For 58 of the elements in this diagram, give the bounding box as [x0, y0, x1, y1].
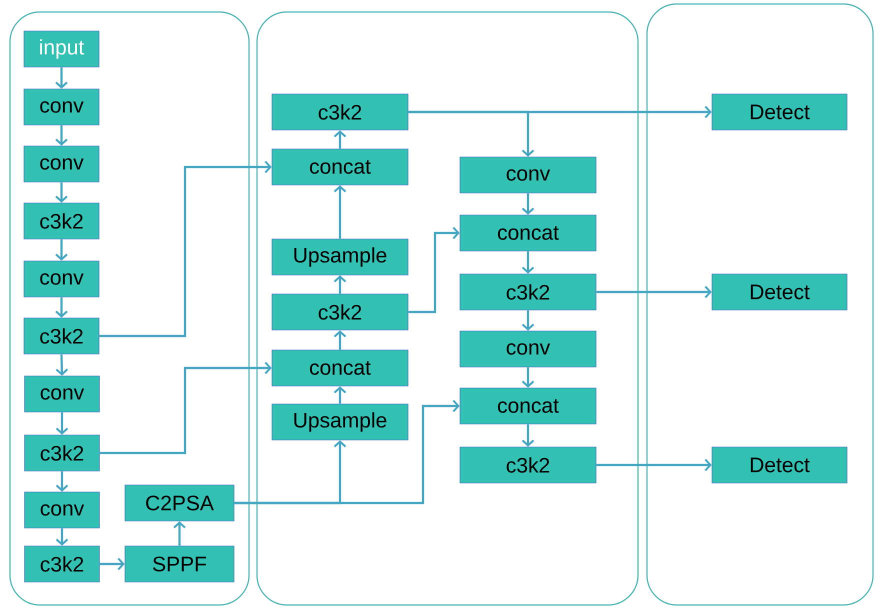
- layer-box: c3k2: [24, 318, 100, 354]
- arrow: [522, 310, 534, 331]
- arrow: [55, 125, 68, 146]
- arrow: [100, 558, 125, 570]
- layer-box: c3k2: [24, 546, 100, 582]
- layer-box: conv: [24, 88, 100, 126]
- arrow: [334, 275, 346, 294]
- arrow: [55, 182, 68, 203]
- arrow: [99, 160, 272, 338]
- layer-box: c3k2: [272, 94, 408, 130]
- arrow: [522, 251, 534, 274]
- layer-box: conv: [24, 376, 100, 412]
- layer-box: SPPF: [124, 546, 234, 582]
- arrow: [408, 226, 460, 314]
- layer-box: Detect: [712, 274, 848, 310]
- arrow: [596, 286, 712, 298]
- arrow: [55, 239, 68, 261]
- panel: [646, 3, 874, 606]
- layer-box: concat: [272, 148, 408, 186]
- layer-box: input: [24, 30, 100, 68]
- arrow: [522, 424, 534, 447]
- arrow: [56, 354, 68, 376]
- layer-box: c3k2: [24, 202, 100, 240]
- layer-box: conv: [460, 156, 596, 194]
- arrow: [234, 400, 460, 504]
- arrow: [56, 412, 68, 435]
- arrow: [100, 362, 272, 454]
- arrow: [334, 130, 346, 149]
- layer-box: concat: [460, 388, 596, 424]
- arrow: [522, 193, 534, 215]
- layer-box: Upsample: [272, 404, 408, 440]
- arrow: [408, 110, 534, 157]
- layer-box: c3k2: [272, 294, 408, 330]
- layer-box: concat: [460, 214, 596, 252]
- arrow: [55, 67, 68, 89]
- arrow: [173, 521, 186, 546]
- arrow: [56, 528, 68, 546]
- arrow: [55, 297, 68, 318]
- layer-box: conv: [460, 330, 596, 368]
- panel: [256, 11, 639, 606]
- layer-box: conv: [24, 146, 100, 182]
- layer-box: conv: [24, 260, 100, 298]
- layer-box: c3k2: [460, 446, 596, 484]
- arrow: [56, 471, 68, 492]
- layer-box: C2PSA: [124, 484, 234, 522]
- layer-box: conv: [24, 492, 100, 528]
- arrow: [596, 458, 712, 472]
- layer-box: c3k2: [24, 434, 100, 472]
- panel: [9, 11, 250, 606]
- arrow: [334, 386, 346, 404]
- layer-box: concat: [272, 350, 408, 386]
- arrow: [522, 367, 534, 388]
- arrow: [334, 185, 346, 239]
- layer-box: Detect: [712, 446, 848, 484]
- arrow: [334, 330, 346, 350]
- layer-box: c3k2: [460, 274, 596, 310]
- layer-box: Upsample: [272, 238, 408, 276]
- layer-box: Detect: [712, 94, 848, 130]
